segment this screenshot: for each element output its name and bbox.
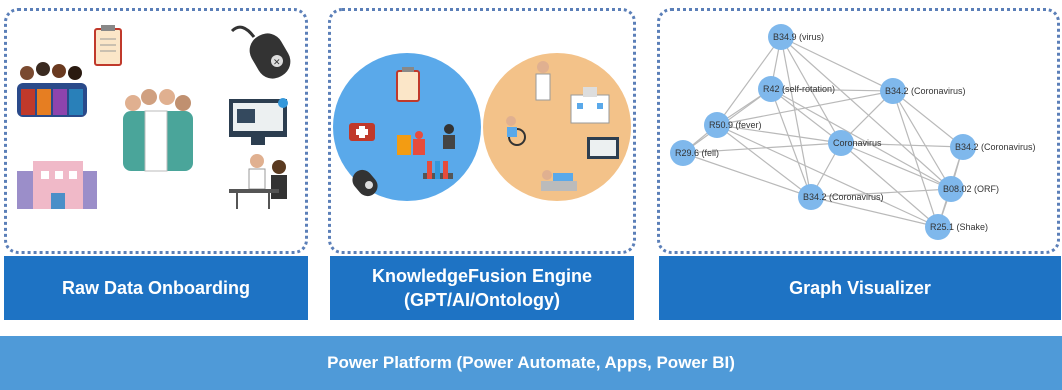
graph-node-circle — [768, 24, 794, 50]
graph-edge — [780, 36, 812, 198]
doctor-icon — [535, 61, 551, 101]
doctor-consultation-icon — [229, 154, 287, 209]
hospital-building-icon — [17, 161, 97, 209]
graph-edge — [770, 88, 812, 198]
graph-edge — [892, 90, 939, 228]
raw-data-illustration: ✕ — [17, 25, 291, 209]
monitor-icon — [229, 98, 288, 145]
graph-node[interactable]: B08.02 (ORF) — [938, 176, 999, 202]
power-platform-bar: Power Platform (Power Automate, Apps, Po… — [0, 336, 1062, 390]
medicine-bottles-icon — [397, 131, 425, 155]
graph-node[interactable]: R42 (self-rotation) — [758, 76, 835, 102]
raw-data-panel: ✕ — [4, 8, 308, 254]
graph-node[interactable]: Coronavirus — [828, 130, 882, 156]
knowledge-fusion-engine-label: KnowledgeFusion Engine (GPT/AI/Ontology) — [330, 256, 634, 320]
graph-edge — [840, 142, 952, 190]
mouse-icon: ✕ — [230, 25, 291, 79]
graph-edge — [716, 124, 842, 144]
patient-consultation-icon — [443, 124, 455, 149]
graph-edge — [780, 36, 894, 92]
graph-node[interactable]: B34.2 (Coronavirus) — [880, 78, 966, 104]
test-tubes-icon — [423, 161, 453, 179]
graph-edge — [716, 36, 782, 126]
graph-edge — [770, 88, 842, 144]
clipboard-icon — [396, 67, 420, 102]
graph-edge — [770, 88, 952, 190]
graph-node-label: B34.2 (Coronavirus) — [955, 142, 1036, 152]
wheelchair-icon — [506, 116, 526, 146]
graph-edge — [716, 124, 939, 228]
graph-node-label: R29.6 (fell) — [675, 148, 719, 158]
svg-text:✕: ✕ — [273, 57, 281, 67]
graph-edge — [770, 88, 894, 92]
graph-node-circle — [938, 176, 964, 202]
graph-edge — [892, 90, 952, 190]
clipboard-icon — [94, 25, 122, 66]
graph-node[interactable]: R25.1 (Shake) — [925, 214, 988, 240]
graph-node-circle — [925, 214, 951, 240]
graph-visualizer-label: Graph Visualizer — [659, 256, 1061, 320]
graph-node[interactable]: B34.2 (Coronavirus) — [798, 184, 884, 210]
masked-people-icon — [17, 62, 87, 117]
graph-node-circle — [880, 78, 906, 104]
graph-node-label: B34.2 (Coronavirus) — [885, 86, 966, 96]
graph-node-circle — [828, 130, 854, 156]
graph-edge — [892, 90, 964, 148]
mouse-icon — [352, 169, 378, 197]
first-aid-kit-icon — [349, 123, 375, 141]
graph-edge — [840, 142, 964, 148]
raw-data-onboarding-label: Raw Data Onboarding — [4, 256, 308, 320]
graph-edge — [810, 196, 939, 228]
graph-node-circle — [798, 184, 824, 210]
monitor-icon — [587, 137, 619, 159]
graph-node-circle — [758, 76, 784, 102]
graph-node-label: R42 (self-rotation) — [763, 84, 835, 94]
graph-edge — [682, 152, 812, 198]
graph-node-label: R50.9 (fever) — [709, 120, 762, 130]
graph-node-circle — [950, 134, 976, 160]
graph-visualizer-panel: B34.9 (virus) R42 (self-rotation) B34.2 (C… — [657, 8, 1060, 254]
hospital-icon — [570, 87, 610, 124]
graph-node-label: B08.02 (ORF) — [943, 184, 999, 194]
graph-edge — [716, 124, 812, 198]
patient-bed-icon — [541, 170, 577, 191]
graph-node[interactable]: R29.6 (fell) — [670, 140, 719, 166]
knowledge-fusion-illustration — [333, 53, 631, 201]
graph-node-label: B34.2 (Coronavirus) — [803, 192, 884, 202]
graph-node-circle — [704, 112, 730, 138]
graph-node[interactable]: B34.2 (Coronavirus) — [950, 134, 1036, 160]
medical-team-icon — [123, 89, 193, 172]
knowledge-graph: B34.9 (virus) R42 (self-rotation) B34.2 (C… — [670, 24, 1036, 240]
graph-edge — [716, 90, 894, 126]
graph-edge — [682, 142, 842, 154]
graph-node-label: B34.9 (virus) — [773, 32, 824, 42]
graph-node-label: Coronavirus — [833, 138, 882, 148]
graph-edge — [780, 36, 952, 190]
graph-edge — [840, 142, 939, 228]
graph-node-circle — [670, 140, 696, 166]
graph-node[interactable]: B34.9 (virus) — [768, 24, 824, 50]
graph-edge — [810, 188, 952, 198]
graph-node-label: R25.1 (Shake) — [930, 222, 988, 232]
graph-node[interactable]: R50.9 (fever) — [704, 112, 762, 138]
knowledge-fusion-panel — [328, 8, 636, 254]
